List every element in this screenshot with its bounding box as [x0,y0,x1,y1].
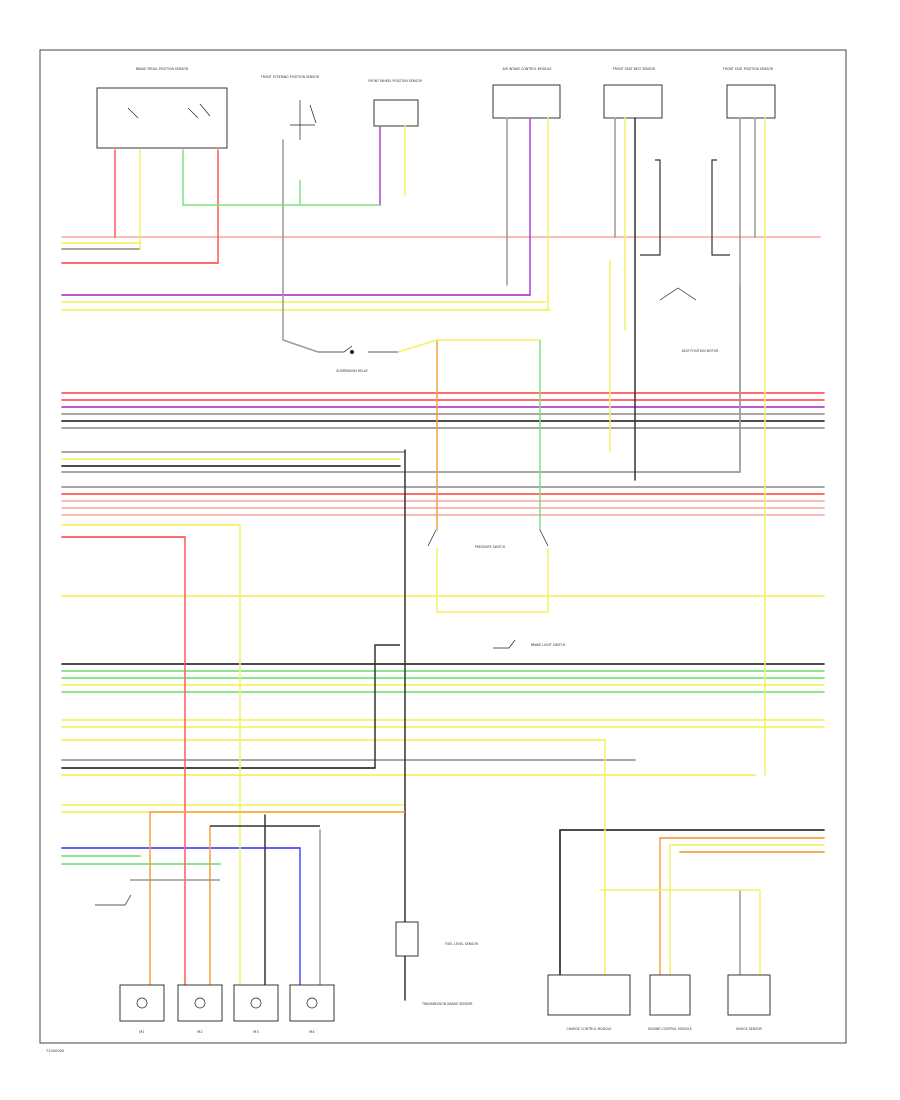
jumper-wire [436,548,549,613]
component-label: AIR INTAKE CONTROL MODULE [502,67,551,71]
component-label: CHARGE CONTROL MODULE [567,1027,612,1031]
component-transmission-range-sensor: TRANSMISSION RANGE SENSOR [421,1002,473,1006]
component-label: FRONT SEAT POSITION SENSOR [723,67,774,71]
motor-label: M3 [253,1030,258,1034]
diagram-frame [39,49,847,1044]
component-front-wheel-sensor: FRONT WHEEL POSITION SENSOR [368,79,423,127]
component-brake-light-switch: BRAKE LIGHT SWITCH [493,639,566,649]
component-box [649,974,691,1016]
switch-contacts [427,529,549,547]
motor-box [119,984,165,1022]
component-box [727,974,771,1016]
bracket [711,159,730,256]
relay-contacts [318,345,398,353]
motor-symbol [250,997,262,1009]
component-brake-pedal-sensor: BRAKE PEDAL POSITION SENSOR [96,67,228,149]
switch-contacts [127,103,211,119]
relay-node [350,350,354,354]
component-engine-control-module: ENGINE CONTROL MODULE [648,974,692,1031]
component-label: FRONT SEAT BELT SENSOR [613,67,656,71]
switch-contacts [493,639,516,649]
component-label: SEAT POSITION MOTOR [681,349,719,353]
motor-label: M2 [197,1030,202,1034]
motor-box [233,984,279,1022]
component-label: KNOCK SENSOR [736,1027,762,1031]
motor-box [289,984,335,1022]
sensor-symbol [290,100,317,140]
component-label: SUSPENSION RELAY [336,369,368,373]
motor-group: M1 M2 M3 M4 [95,894,335,1034]
component-box [395,921,419,957]
component-label: BRAKE PEDAL POSITION SENSOR [136,67,189,71]
motor-label: M1 [139,1030,144,1034]
component-suspension-relay: SUSPENSION RELAY [318,345,398,373]
motor-symbol [659,287,697,301]
component-seat-position-motor: SEAT POSITION MOTOR [659,287,719,353]
ground-switch [95,894,132,906]
motor-box [177,984,223,1022]
component-label: FUEL LEVEL SENSOR [445,942,479,946]
component-box [373,99,419,127]
component-label: BRAKE LIGHT SWITCH [531,643,566,647]
component-label: FRONT STEERING POSITION SENSOR [261,75,320,79]
component-box [726,84,776,119]
component-box [603,84,663,119]
component-front-seat-position-sensor: FRONT SEAT POSITION SENSOR [723,67,776,119]
component-label: FRONT WHEEL POSITION SENSOR [368,79,422,83]
component-label: PRESSURE SWITCH [475,545,506,549]
component-box [96,87,228,149]
bracket [640,159,661,256]
component-pressure-switch: PRESSURE SWITCH [427,529,549,549]
component-box [492,84,561,119]
motor-label: M4 [309,1030,315,1034]
motor-symbol [194,997,206,1009]
vertical-wires [114,117,766,1001]
jumper-wire [397,339,540,353]
component-air-intake-module: AIR INTAKE CONTROL MODULE [492,67,561,119]
component-front-seat-belt-sensor: FRONT SEAT BELT SENSOR [603,67,663,119]
component-box [547,974,631,1016]
component-label: ENGINE CONTROL MODULE [648,1027,692,1031]
wire-buses [61,236,825,865]
component-label: TRANSMISSION RANGE SENSOR [421,1002,473,1006]
motor-symbol [306,997,318,1009]
motor-symbol [136,997,148,1009]
component-fuel-level-sensor: FUEL LEVEL SENSOR [395,921,479,957]
component-front-steering-sensor: FRONT STEERING POSITION SENSOR [261,75,320,140]
component-charge-control-module: CHARGE CONTROL MODULE [547,974,631,1031]
figure-id: T1000000 [45,1049,65,1053]
jumper-wire [282,339,319,353]
jumper-wire [374,644,400,768]
component-knock-sensor: KNOCK SENSOR [727,974,771,1031]
